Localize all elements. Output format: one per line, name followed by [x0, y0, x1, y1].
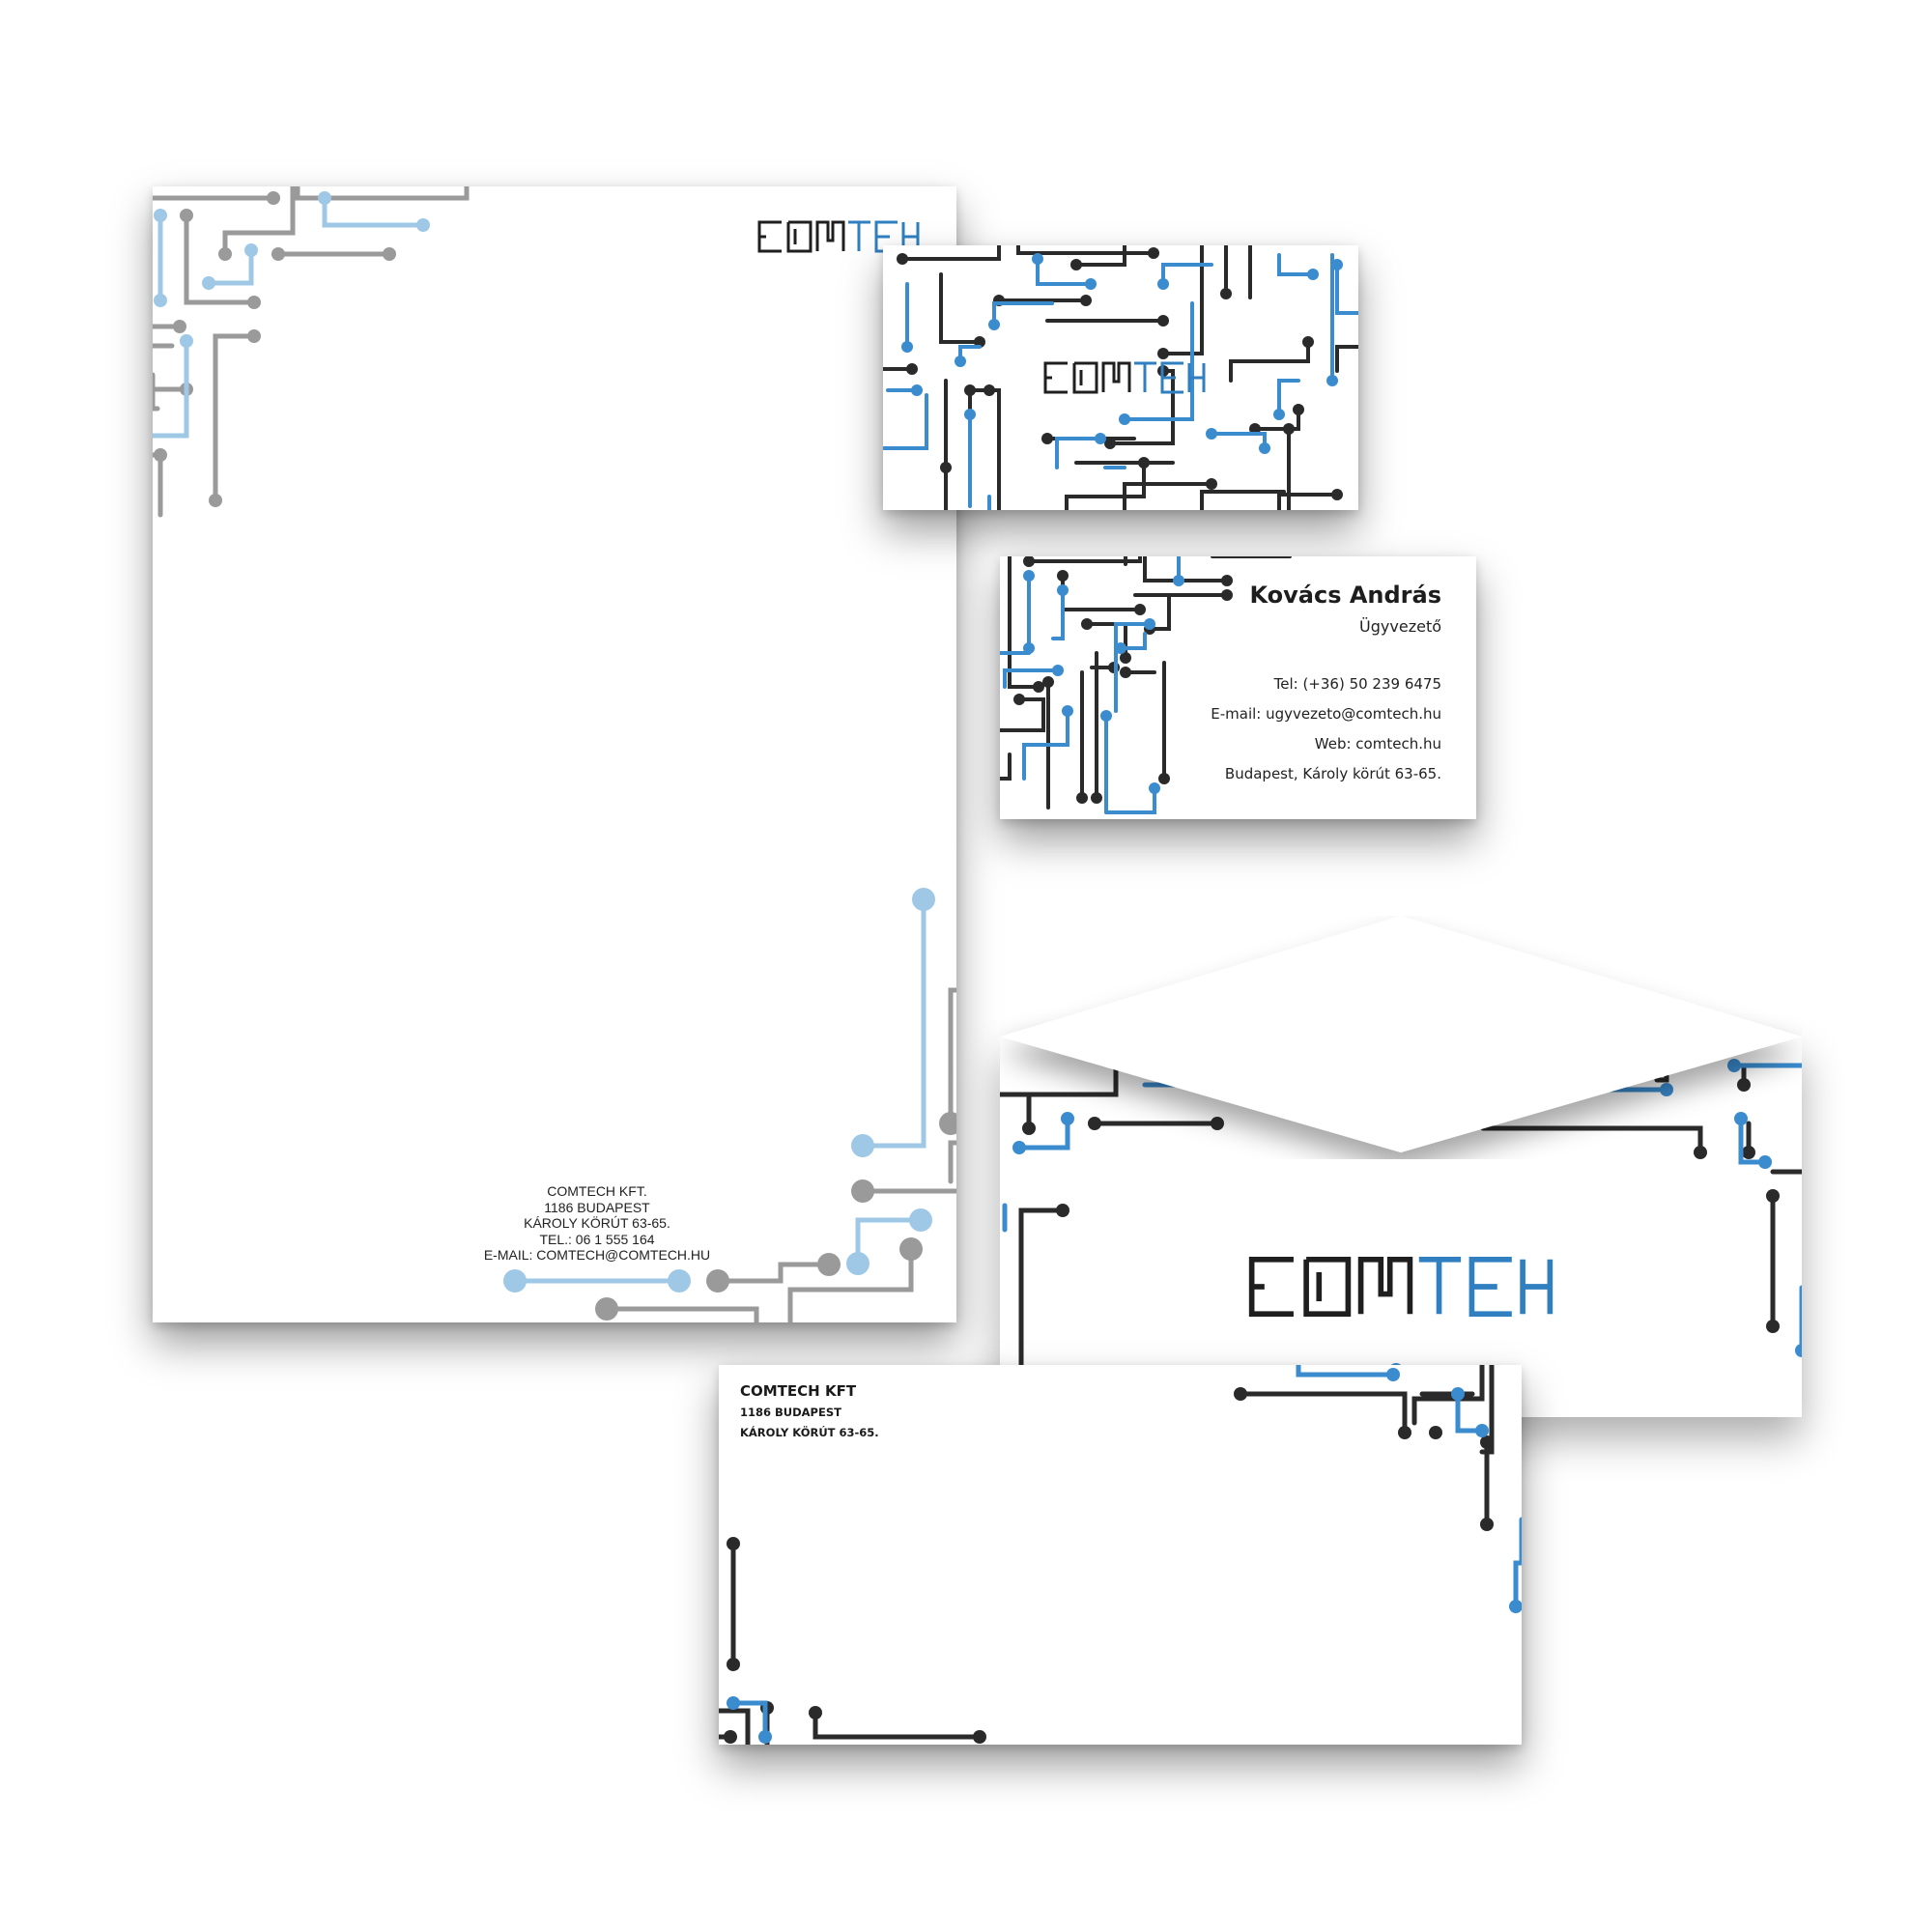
- circuit-pattern-top-left: [153, 186, 470, 518]
- circuit-pattern-card-front: [883, 245, 1358, 510]
- contact-email: E-mail: ugyvezeto@comtech.hu: [1211, 705, 1441, 723]
- circuit-pattern-envelope-front: [719, 1365, 1522, 1745]
- business-card-back: Kovács András Ügyvezető Tel: (+36) 50 23…: [1000, 556, 1476, 819]
- letterhead-footer-address: COMTECH KFT. 1186 BUDAPEST KÁROLY KÖRÚT …: [442, 1183, 752, 1264]
- contact-name: Kovács András: [1249, 582, 1441, 609]
- footer-street: KÁROLY KÖRÚT 63-65.: [524, 1215, 670, 1231]
- contact-phone: Tel: (+36) 50 239 6475: [1273, 675, 1441, 693]
- contact-job-title: Ügyvezető: [1359, 617, 1441, 636]
- footer-email: E-MAIL: COMTECH@COMTECH.HU: [483, 1247, 711, 1263]
- envelope-sender-address: COMTECH KFT 1186 BUDAPEST KÁROLY KÖRÚT 6…: [740, 1382, 879, 1446]
- sender-company: COMTECH KFT: [740, 1382, 857, 1400]
- contact-website: Web: comtech.hu: [1314, 735, 1441, 753]
- sender-street: KÁROLY KÖRÚT 63-65.: [740, 1426, 879, 1439]
- comtech-logo: [1043, 361, 1206, 394]
- sender-city: 1186 BUDAPEST: [740, 1406, 841, 1419]
- footer-city: 1186 BUDAPEST: [544, 1199, 650, 1215]
- circuit-pattern-envelope-back: [1000, 1059, 1802, 1377]
- letterhead-sheet: COMTECH KFT. 1186 BUDAPEST KÁROLY KÖRÚT …: [153, 186, 956, 1322]
- circuit-pattern-bottom-right: [503, 888, 956, 1322]
- footer-phone: TEL.: 06 1 555 164: [539, 1231, 655, 1247]
- envelope-front: COMTECH KFT 1186 BUDAPEST KÁROLY KÖRÚT 6…: [719, 1365, 1522, 1745]
- contact-address: Budapest, Károly körút 63-65.: [1224, 765, 1441, 782]
- envelope-flap: [1000, 916, 1802, 1152]
- comtech-logo: [1248, 1256, 1554, 1318]
- footer-company: COMTECH KFT.: [547, 1183, 647, 1199]
- circuit-pattern-card-back: [1000, 556, 1292, 814]
- business-card-front: [883, 245, 1358, 510]
